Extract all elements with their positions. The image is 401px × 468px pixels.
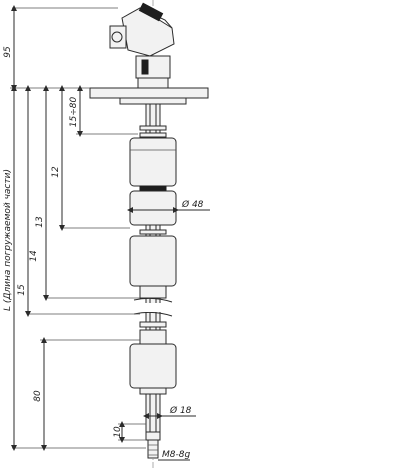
dim-14-label: 14: [29, 250, 39, 262]
extension-lines: [10, 7, 146, 449]
terminal-head: [109, 2, 175, 89]
float-2: [129, 229, 177, 299]
dim-l-label: L (Длина погружаемой части): [3, 169, 13, 311]
dim-12-label: 12: [51, 166, 61, 178]
dim-10-label: 10: [113, 426, 123, 438]
dim-15-80-label: 15÷80: [69, 97, 79, 128]
mounting-flange: [89, 87, 209, 105]
dim-phi48-label: Ø 48: [181, 199, 204, 210]
float-3: [129, 321, 177, 395]
float-1: [129, 137, 177, 226]
break-lines: [133, 297, 173, 317]
dim-80-label: 80: [33, 390, 43, 402]
bottom-thread: [145, 431, 161, 459]
dim-15-label: 15: [17, 284, 27, 296]
dim-phi18-label: Ø 18: [169, 405, 192, 416]
dim-95-label: 95: [3, 46, 13, 58]
dim-13-label: 13: [35, 216, 45, 228]
dimension-lines: [11, 4, 210, 461]
stop-ring-upper: [139, 125, 167, 138]
dim-m8-label: M8-8g: [162, 450, 190, 460]
